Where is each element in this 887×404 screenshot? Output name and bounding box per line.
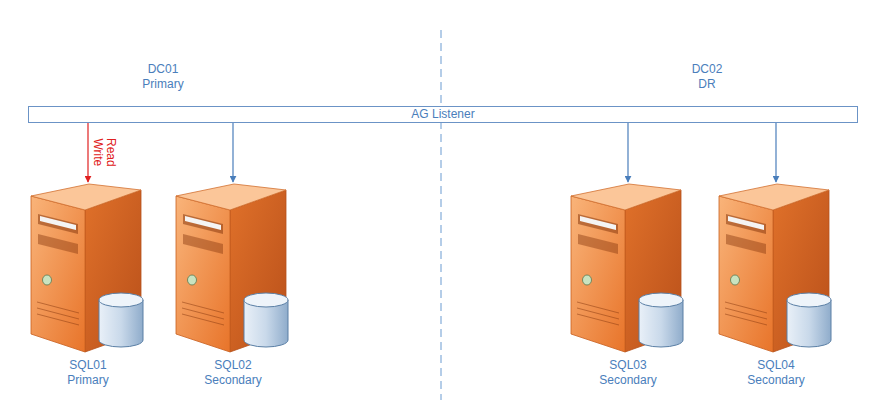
server-icon [168, 182, 298, 354]
connector-arrow [627, 123, 628, 182]
server-node: SQL01 Primary [23, 182, 153, 390]
server-label: SQL03 Secondary [563, 358, 693, 388]
site-label: DC01 Primary [142, 62, 183, 92]
server-label: SQL01 Primary [23, 358, 153, 388]
site-divider [441, 30, 442, 400]
connector-arrow [775, 123, 776, 182]
server-icon [711, 182, 841, 354]
server-label-lines: SQL01 Primary [67, 358, 108, 388]
listener-band: AG Listener [28, 106, 858, 123]
listener-label: AG Listener [411, 107, 474, 122]
server-label-lines: SQL02 Secondary [204, 358, 261, 388]
server-node: SQL03 Secondary [563, 182, 693, 390]
server-icon [23, 182, 153, 354]
connector-arrow [232, 123, 233, 182]
server-node: SQL04 Secondary [711, 182, 841, 390]
server-label-lines: SQL04 Secondary [747, 358, 804, 388]
server-label-lines: SQL03 Secondary [599, 358, 656, 388]
site-label: DC02 DR [692, 62, 723, 92]
server-icon [563, 182, 693, 354]
edge-label: Read Write [91, 137, 117, 168]
server-node: SQL02 Secondary [168, 182, 298, 390]
connector-arrow [87, 123, 88, 182]
server-label: SQL02 Secondary [168, 358, 298, 388]
server-label: SQL04 Secondary [711, 358, 841, 388]
